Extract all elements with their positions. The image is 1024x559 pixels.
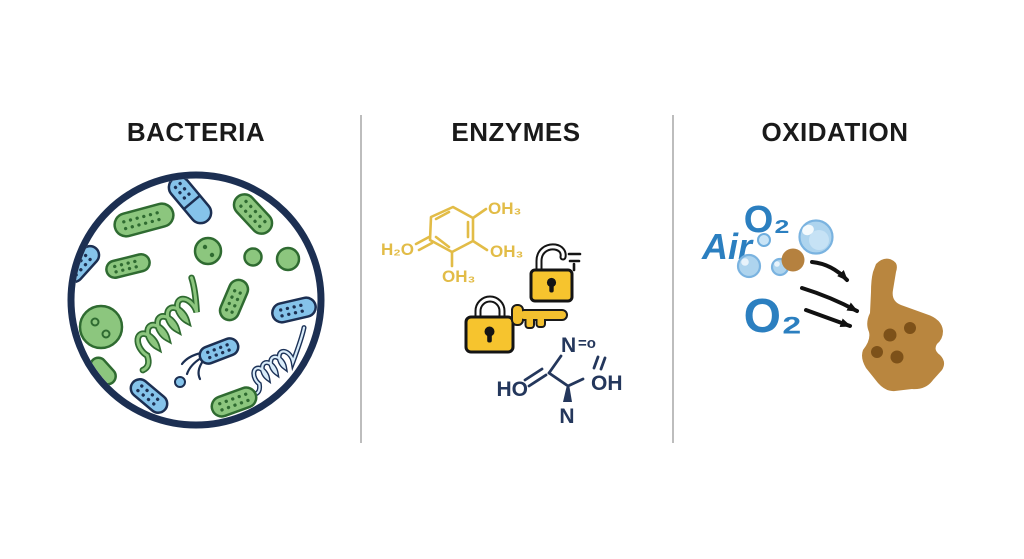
enzymes-illustration: OH₃ OH₃ OH₃ H₂O (381, 199, 623, 428)
amino-label-top-n: N (561, 334, 576, 357)
green-coccus-bacterium (193, 236, 223, 266)
green-rod-bacterium (218, 278, 250, 322)
green-rod-bacterium (105, 252, 151, 280)
panel-title-oxidation: OXIDATION (761, 117, 909, 147)
bubble-icon (798, 219, 834, 255)
amino-label-bottom: N (559, 405, 574, 428)
substrate-spot (871, 346, 883, 358)
amino-label-right: OH (591, 372, 623, 395)
oxidation-arrows (800, 260, 859, 328)
panel-title-bacteria: BACTERIA (126, 117, 266, 147)
air-bubbles (736, 219, 834, 279)
panel-divider-right (672, 115, 674, 443)
green-spiral-bacterium (134, 274, 200, 374)
green-rod-bacterium (113, 202, 175, 238)
key-icon (511, 304, 568, 329)
brown-particle-icon (781, 248, 805, 272)
quinone-molecule: OH₃ OH₃ OH₃ H₂O (381, 199, 523, 286)
substrate-blob (862, 258, 945, 392)
green-rod-bacterium (210, 386, 258, 418)
o2-label-bottom: O₂ (744, 290, 803, 343)
bubble-icon (736, 253, 762, 279)
arrow-icon (804, 308, 852, 328)
arrow-icon (810, 260, 849, 282)
arrow-icon (800, 286, 859, 313)
oxidation-illustration: O₂ Air O₂ (701, 199, 945, 392)
substrate-spot (904, 322, 916, 334)
panel-divider-left (360, 115, 362, 443)
blue-flagellated-bacterium (174, 337, 240, 388)
blue-dividing-rod-bacterium (167, 178, 213, 225)
panel-title-enzymes: ENZYMES (451, 117, 581, 147)
substrate-spot (890, 350, 904, 364)
quinone-label-left: H₂O (381, 240, 414, 259)
quinone-label-right: OH₃ (490, 242, 523, 261)
bacteria-illustration (67, 171, 325, 429)
green-coccus-bacterium (78, 304, 124, 350)
amino-label-top-o: =o (578, 335, 596, 352)
closed-padlock-icon (464, 295, 515, 354)
amino-molecule: N =o OH HO N (497, 334, 623, 428)
blue-spiral-bacterium (251, 325, 307, 397)
green-coccus-bacterium (243, 247, 263, 267)
substrate-spot (883, 328, 897, 342)
open-padlock-icon (529, 243, 582, 303)
amino-label-left: HO (497, 378, 529, 401)
wedge-bond (563, 387, 572, 402)
green-coccus-bacterium (275, 246, 301, 272)
blue-rod-bacterium (129, 378, 169, 414)
quinone-label-bottom: OH₃ (442, 267, 475, 286)
blue-rod-bacterium (271, 296, 317, 324)
green-rod-bacterium (232, 193, 274, 235)
petri-dish-ring (67, 171, 325, 429)
quinone-label-top-right: OH₃ (488, 199, 521, 218)
bubble-icon (757, 233, 771, 247)
